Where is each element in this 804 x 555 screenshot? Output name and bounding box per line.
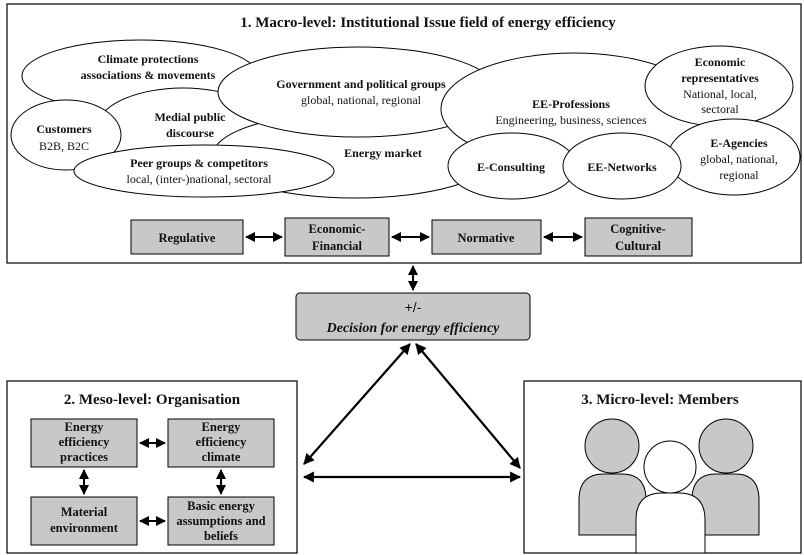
member-left-body: [578, 473, 647, 536]
cognitive-label-1: Cognitive-: [610, 222, 666, 236]
material-box: [30, 496, 138, 546]
member-left-head: [584, 418, 640, 474]
economic-reps-label-2: representatives: [681, 71, 759, 85]
meso-level-title: 2. Meso-level: Organisation: [64, 392, 241, 408]
normative-label: Normative: [458, 231, 515, 245]
economic-financial-box: [284, 217, 390, 257]
meso-boxes: [30, 418, 275, 546]
macro-level-title: 1. Macro-level: Institutional Issue fiel…: [240, 15, 616, 31]
climate-label-2b: efficiency: [196, 435, 247, 449]
e-agencies-sub-2: regional: [719, 168, 759, 182]
material-label-1: Material: [61, 505, 108, 519]
member-middle-head: [643, 440, 697, 494]
climate-label-1: Climate protections: [98, 52, 199, 66]
practices-label-2: efficiency: [59, 435, 110, 449]
climate-label-1b: Energy: [202, 420, 242, 434]
arrow-decision-micro: [415, 343, 521, 469]
ee-networks-ellipse: [562, 132, 682, 200]
climate-box: [167, 418, 275, 468]
government-label: Government and political groups: [276, 77, 446, 91]
economic-reps-sub-2: sectoral: [701, 102, 739, 116]
decision-label: Decision for energy efficiency: [326, 321, 501, 336]
energy-market-label: Energy market: [344, 146, 422, 160]
assumptions-label-3: beliefs: [204, 529, 238, 543]
member-right-head: [698, 418, 754, 474]
practices-box: [30, 418, 138, 468]
pillar-boxes: [130, 217, 693, 257]
assumptions-label-1: Basic energy: [187, 499, 255, 513]
e-agencies-sub-1: global, national,: [700, 152, 778, 166]
e-agencies-label: E-Agencies: [710, 136, 768, 150]
climate-label-2: associations & movements: [81, 68, 216, 82]
regulative-box: [130, 219, 244, 255]
customers-label: Customers: [36, 122, 92, 136]
economic-reps-label-1: Economic: [695, 55, 746, 69]
ee-professions-sub: Engineering, business, sciences: [495, 113, 647, 127]
customers-ellipse: [10, 99, 122, 171]
ee-networks-label: EE-Networks: [587, 160, 657, 174]
material-label-2: environment: [50, 521, 119, 535]
customers-sub: B2B, B2C: [39, 139, 89, 153]
e-consulting-label: E-Consulting: [477, 160, 545, 174]
practices-label-1: Energy: [65, 420, 105, 434]
economic-reps-sub-1: National, local,: [683, 87, 757, 101]
government-sub: global, national, regional: [301, 93, 422, 107]
member-middle-body: [635, 492, 706, 554]
medial-label-1: Medial public: [154, 110, 226, 124]
decision-box: [295, 292, 531, 341]
peer-groups-sub: local, (inter-)national, sectoral: [126, 172, 272, 186]
economic-label-1: Economic-: [309, 222, 366, 236]
cognitive-label-2: Cultural: [615, 239, 661, 253]
assumptions-box: [167, 496, 275, 546]
climate-label-3b: climate: [202, 450, 241, 464]
peer-groups-label: Peer groups & competitors: [130, 156, 268, 170]
member-right-body: [691, 473, 760, 536]
members-icon: [578, 418, 760, 554]
micro-level-title: 3. Micro-level: Members: [581, 392, 739, 408]
medial-label-2: discourse: [166, 126, 215, 140]
assumptions-label-2: assumptions and: [176, 514, 265, 528]
normative-box: [431, 219, 542, 255]
arrow-decision-meso: [303, 343, 411, 465]
practices-label-3: practices: [60, 450, 108, 464]
peer-groups-ellipse: [73, 144, 335, 198]
decision-sign: +/-: [405, 299, 422, 315]
actor-ellipses: [10, 39, 801, 200]
economic-label-2: Financial: [312, 239, 363, 253]
regulative-label: Regulative: [159, 231, 216, 245]
cognitive-cultural-box: [584, 217, 693, 257]
ee-professions-label: EE-Professions: [532, 97, 610, 111]
